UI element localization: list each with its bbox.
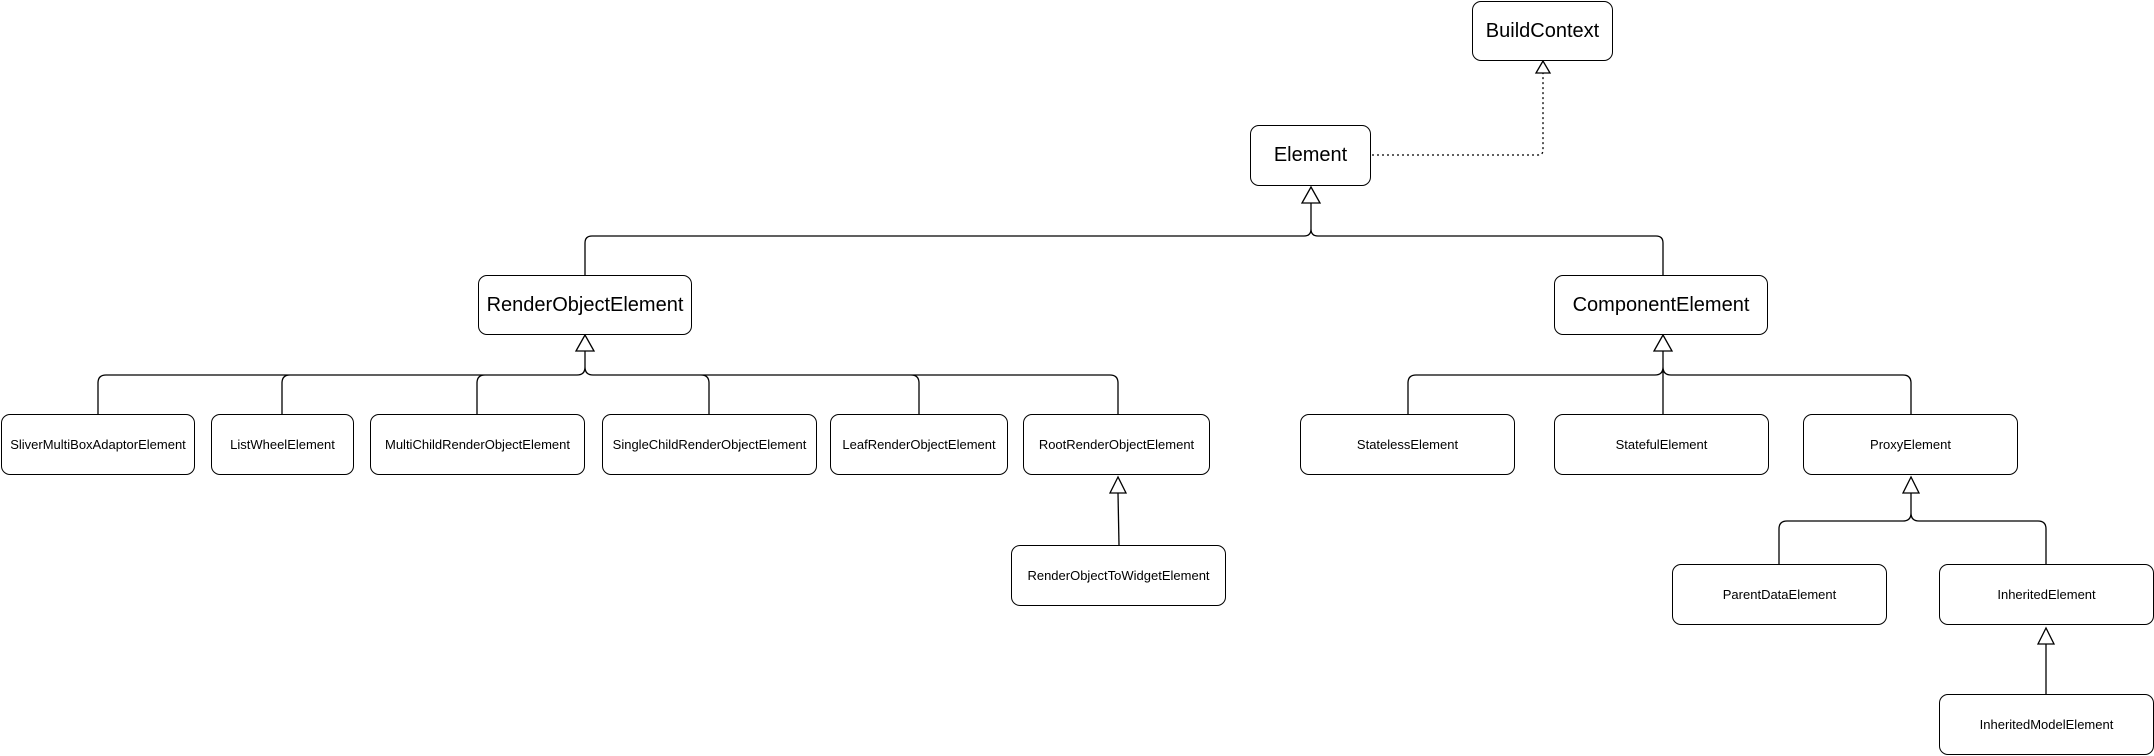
arrowhead-componentelement [1652,333,1674,352]
arrowhead-inheritedelement [2036,626,2056,645]
inheritance-edge-rootrenderobjectelement-child [1118,493,1119,545]
class-inherited-model-element: InheritedModelElement [1939,694,2154,755]
class-proxy-element: ProxyElement [1803,414,2018,475]
class-list-wheel-element: ListWheelElement [211,414,354,475]
inheritance-edge-componentelement-children [1408,351,1911,414]
arrowhead-proxyelement [1901,475,1921,494]
class-leaf-render-object-element: LeafRenderObjectElement [830,414,1008,475]
arrowhead-rootrenderobjectelement [1108,475,1128,494]
class-root-render-object-element: RootRenderObjectElement [1023,414,1210,475]
class-multi-child-render-object-element: MultiChildRenderObjectElement [370,414,585,475]
class-single-child-render-object-element: SingleChildRenderObjectElement [602,414,817,475]
inheritance-edge-element-children [585,203,1663,275]
class-sliver-multi-box-adaptor-element: SliverMultiBoxAdaptorElement [1,414,195,475]
class-inherited-element: InheritedElement [1939,564,2154,625]
class-stateless-element: StatelessElement [1300,414,1515,475]
class-element: Element [1250,125,1371,186]
inheritance-edge-renderobjectelement-children [98,351,1118,414]
realization-edge-element-buildcontext [1372,73,1543,155]
class-stateful-element: StatefulElement [1554,414,1769,475]
arrowhead-buildcontext [1534,59,1552,74]
class-component-element: ComponentElement [1554,275,1768,335]
arrowhead-element [1300,185,1322,204]
class-render-object-to-widget-element: RenderObjectToWidgetElement [1011,545,1226,606]
class-build-context: BuildContext [1472,1,1613,61]
class-parent-data-element: ParentDataElement [1672,564,1887,625]
arrowhead-renderobjectelement [574,333,596,352]
class-render-object-element: RenderObjectElement [478,275,692,335]
inheritance-edge-proxyelement-children [1779,493,2046,564]
